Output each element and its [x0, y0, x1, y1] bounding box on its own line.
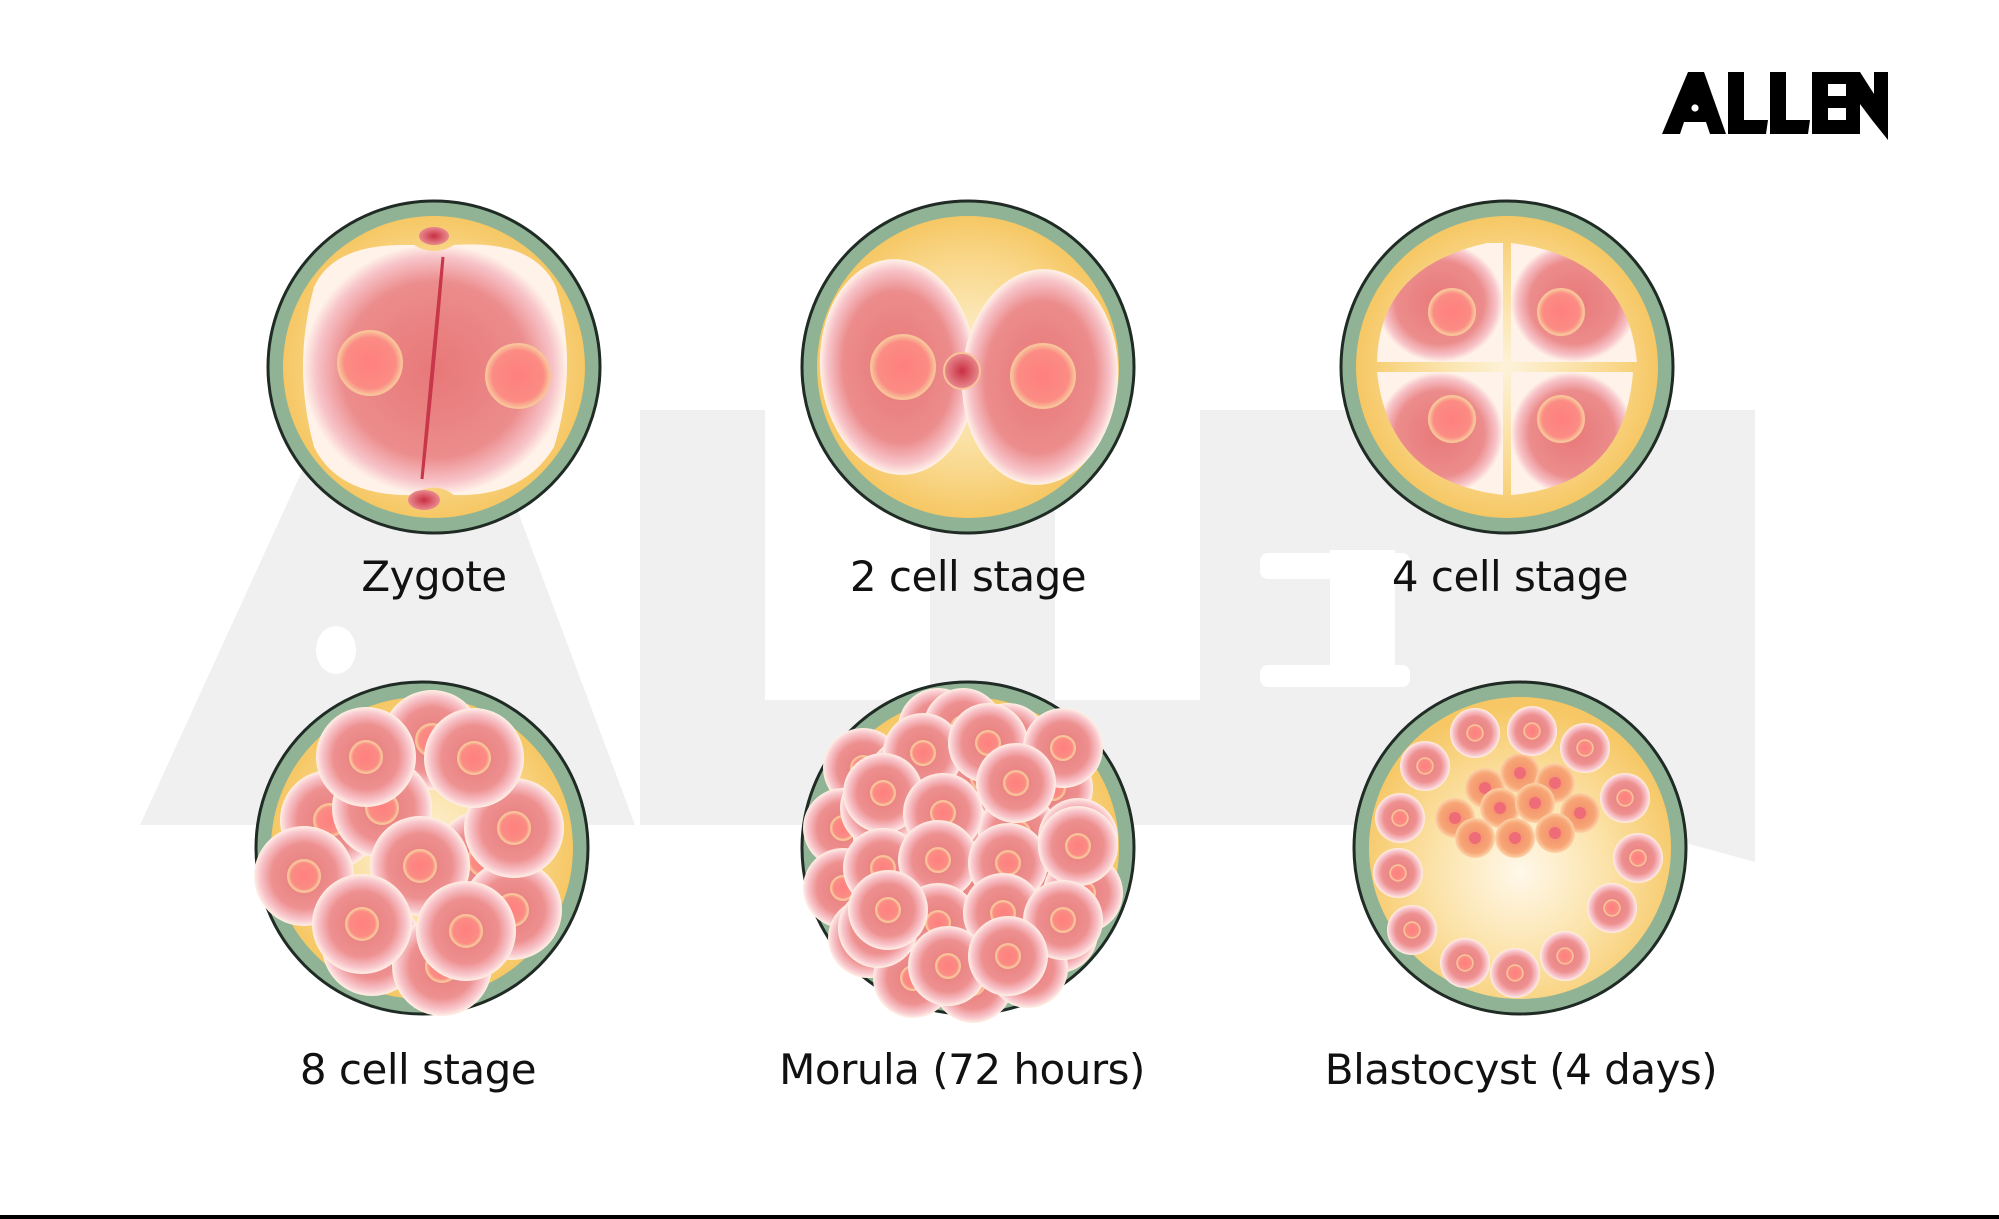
four-cell-illustration [1339, 199, 1675, 535]
stage-label-eight-cell: 8 cell stage [299, 1045, 537, 1094]
eight-cell-illustration [253, 680, 590, 1017]
allen-logo [1662, 72, 1888, 140]
morula-illustration [800, 680, 1136, 1024]
stage-label-blastocyst: Blastocyst (4 days) [1324, 1045, 1718, 1094]
stage-label-two-cell: 2 cell stage [849, 552, 1087, 601]
stage-label-morula: Morula (72 hours) [779, 1045, 1145, 1094]
bottom-border [0, 1215, 1999, 1219]
stage-label-four-cell: 4 cell stage [1391, 552, 1629, 601]
blastocyst-illustration [1352, 680, 1688, 1016]
two-cell-illustration [800, 199, 1136, 535]
zygote-illustration [266, 199, 602, 535]
stage-label-zygote: Zygote [361, 552, 507, 601]
